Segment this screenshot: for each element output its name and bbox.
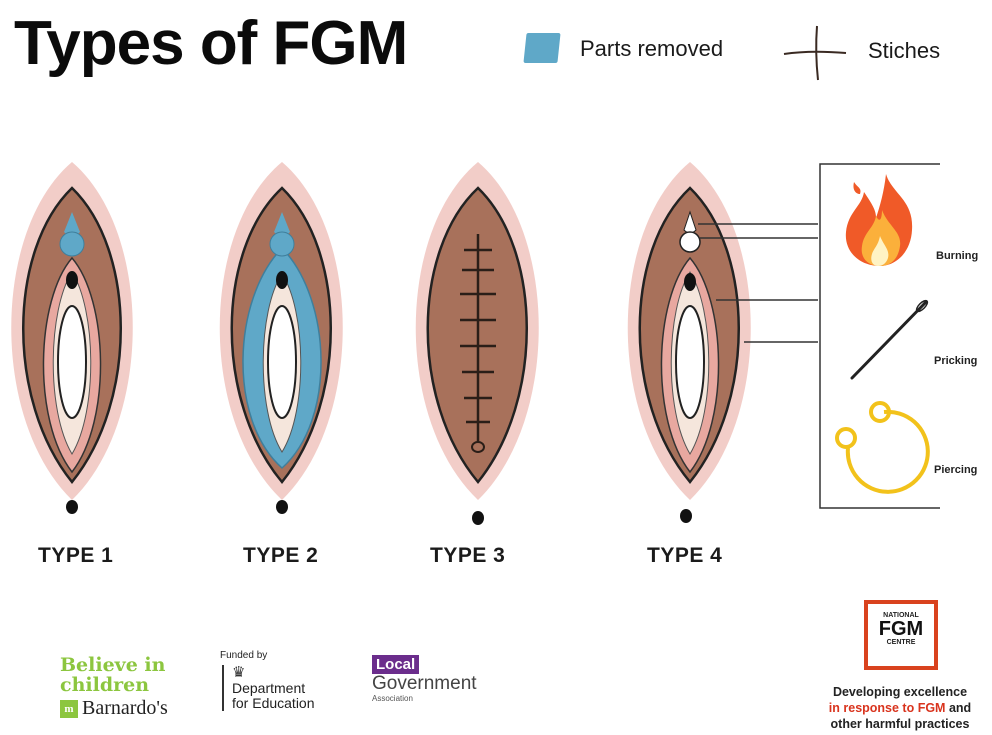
tagline-line-2: in response to FGM and [808, 700, 992, 716]
crest-icon: ♛ [232, 665, 350, 681]
lga-government: Government [372, 674, 502, 694]
fgm-types-diagram [0, 150, 992, 540]
tagline-line-3: other harmful practices [808, 716, 992, 732]
dfe-logo: Funded by ♛ Department for Education [220, 650, 350, 711]
method-piercing-label: Piercing [934, 464, 977, 476]
type2-illustration [220, 162, 343, 514]
barnardos-name-text: Barnardo's [82, 697, 168, 720]
barnardos-mark-icon: m [60, 700, 78, 718]
tagline-highlight: in response to FGM [829, 701, 946, 715]
national-fgm-centre-logo: NATIONAL FGM CENTRE [864, 600, 938, 670]
dfe-line-2: for Education [232, 696, 350, 711]
method-burning-label: Burning [936, 250, 978, 262]
barnardos-logo: Believe in children m Barnardo's [60, 655, 200, 720]
fgm-logo-bottom: CENTRE [868, 639, 934, 646]
dfe-body: ♛ Department for Education [222, 665, 350, 711]
type1-illustration [11, 162, 133, 514]
stitch-icon [780, 22, 850, 82]
type4-illustration [628, 162, 818, 523]
piercing-icon [837, 403, 928, 492]
type1-label: TYPE 1 [38, 544, 113, 568]
lga-local-badge: Local [372, 655, 419, 674]
type3-illustration [416, 162, 539, 525]
legend-stitches: Stiches [868, 38, 940, 64]
parts-removed-swatch [523, 33, 560, 63]
dfe-funded-by: Funded by [220, 650, 350, 661]
pricking-icon [852, 299, 929, 378]
barnardos-tagline-1: Believe in [60, 655, 200, 675]
barnardos-tagline-2: children [60, 675, 200, 695]
lga-logo: Local Government Association [372, 655, 502, 703]
burning-icon [846, 174, 912, 266]
barnardos-name: m Barnardo's [60, 697, 200, 720]
tagline-and: and [949, 701, 971, 715]
fgm-centre-tagline: Developing excellence in response to FGM… [808, 684, 992, 732]
type2-label: TYPE 2 [243, 544, 318, 568]
lga-association: Association [372, 694, 502, 703]
method-pricking-label: Pricking [934, 355, 977, 367]
legend-parts-removed: Parts removed [580, 36, 723, 62]
fgm-logo-middle: FGM [868, 619, 934, 639]
page-title: Types of FGM [14, 6, 407, 82]
dfe-line-1: Department [232, 681, 350, 696]
type4-label: TYPE 4 [647, 544, 722, 568]
tagline-line-1: Developing excellence [808, 684, 992, 700]
type3-label: TYPE 3 [430, 544, 505, 568]
